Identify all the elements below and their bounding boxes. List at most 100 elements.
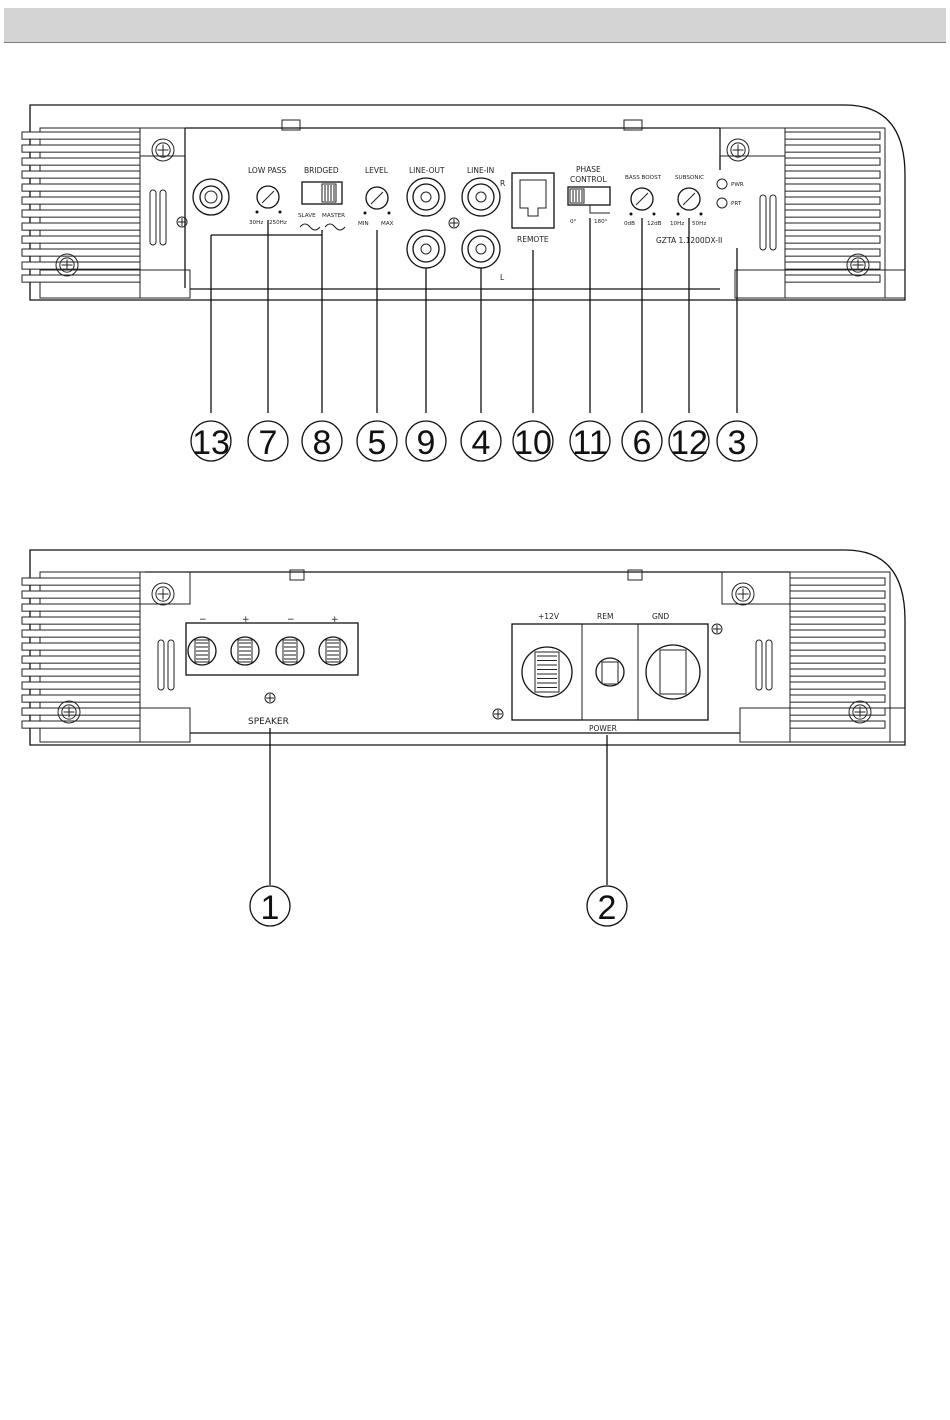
speaker-label: SPEAKER bbox=[248, 717, 289, 727]
svg-text:2: 2 bbox=[598, 889, 617, 927]
callout-5: 5 bbox=[357, 421, 397, 462]
heatsink-fin bbox=[790, 721, 885, 728]
speaker-minus-2: − bbox=[287, 615, 295, 625]
vent-slot bbox=[158, 640, 164, 690]
heatsink-fin bbox=[22, 145, 140, 152]
line-out-label: LINE-OUT bbox=[409, 166, 445, 175]
line-out-rca-right[interactable] bbox=[407, 178, 445, 216]
heatsink-fin bbox=[22, 171, 140, 178]
heatsink-right bbox=[720, 128, 905, 298]
power-jack bbox=[193, 179, 229, 215]
power-label: POWER bbox=[589, 724, 617, 733]
master-wave-icon bbox=[325, 224, 345, 230]
callout-12: 12 bbox=[669, 421, 709, 462]
line-in-label: LINE-IN bbox=[467, 166, 494, 175]
callout-1: 1 bbox=[250, 886, 290, 927]
svg-text:5: 5 bbox=[368, 424, 387, 462]
callout-2: 2 bbox=[587, 886, 627, 927]
heatsink-fin bbox=[785, 197, 880, 204]
speaker-terminal[interactable] bbox=[319, 637, 347, 665]
callout-6: 6 bbox=[622, 421, 662, 462]
right-channel-label: R bbox=[500, 179, 505, 188]
callout-8: 8 bbox=[302, 421, 342, 462]
callout-9: 9 bbox=[406, 421, 446, 462]
heatsink-fin bbox=[790, 591, 885, 598]
speaker-terminal[interactable] bbox=[188, 637, 216, 665]
header-band bbox=[4, 8, 946, 43]
heatsink-fin bbox=[22, 158, 140, 165]
heatsink-fin bbox=[790, 578, 885, 585]
heatsink-fin bbox=[785, 171, 880, 178]
power-terminal-block bbox=[512, 624, 708, 720]
heatsink-fin bbox=[22, 184, 140, 191]
heatsink-fin bbox=[785, 210, 880, 217]
bridged-switch[interactable] bbox=[302, 182, 342, 204]
speaker-terminal[interactable] bbox=[231, 637, 259, 665]
callout-7: 7 bbox=[248, 421, 288, 462]
heatsink-fin bbox=[22, 223, 140, 230]
vent-slot bbox=[160, 190, 166, 245]
heatsink-fin bbox=[22, 708, 140, 715]
low-pass-knob[interactable] bbox=[257, 186, 279, 208]
phase-switch[interactable] bbox=[568, 187, 610, 213]
line-in-rca-right[interactable] bbox=[462, 178, 500, 216]
heatsink-fin bbox=[22, 197, 140, 204]
heatsink-fin bbox=[785, 184, 880, 191]
vent-slot bbox=[756, 640, 762, 690]
level-knob[interactable] bbox=[366, 187, 388, 209]
heatsink-fin bbox=[22, 617, 140, 624]
phase-min-label: 0° bbox=[570, 219, 577, 225]
heatsink-fin bbox=[22, 682, 140, 689]
low-pass-max-label: 250Hz bbox=[269, 220, 287, 226]
line-out-rca-left[interactable] bbox=[407, 230, 445, 268]
bass-boost-label: BASS BOOST bbox=[625, 175, 662, 181]
sub-min-label: 10Hz bbox=[670, 221, 684, 227]
remote-port[interactable] bbox=[512, 173, 554, 228]
vent-slot bbox=[168, 640, 174, 690]
master-label: MASTER bbox=[322, 213, 345, 219]
mount-screw bbox=[727, 139, 749, 161]
line-in-rca-left[interactable] bbox=[462, 230, 500, 268]
svg-text:10: 10 bbox=[514, 424, 552, 462]
svg-text:4: 4 bbox=[472, 424, 491, 462]
heatsink-fin bbox=[22, 249, 140, 256]
heatsink-fin bbox=[785, 249, 880, 256]
rem-label: REM bbox=[597, 612, 613, 621]
plus12v-terminal[interactable] bbox=[522, 647, 572, 697]
amplifier-control-panel-diagram: LOW PASS 30Hz 250Hz BRIDGED SLAVE MASTER… bbox=[0, 90, 950, 570]
heatsink-fin bbox=[785, 236, 880, 243]
phase-label: PHASE bbox=[576, 165, 601, 174]
heatsink-fin bbox=[22, 132, 140, 139]
speaker-plus-2: + bbox=[331, 615, 339, 625]
level-min-label: MIN bbox=[358, 221, 369, 227]
bass-boost-knob[interactable] bbox=[631, 188, 653, 210]
heatsink-fin bbox=[22, 236, 140, 243]
callout-11: 11 bbox=[570, 421, 610, 462]
vent-slot bbox=[760, 195, 766, 250]
mount-screw bbox=[152, 583, 174, 605]
bass-max-label: 12dB bbox=[647, 221, 662, 227]
subsonic-knob[interactable] bbox=[678, 188, 700, 210]
heatsink-fin bbox=[22, 669, 140, 676]
svg-text:1: 1 bbox=[261, 889, 280, 927]
amp-body-outline bbox=[30, 550, 905, 745]
heatsink-fin bbox=[22, 656, 140, 663]
bass-min-label: 0dB bbox=[624, 221, 635, 227]
svg-text:3: 3 bbox=[728, 424, 747, 462]
heatsink-fin bbox=[785, 262, 880, 269]
heatsink-fin bbox=[785, 132, 880, 139]
heatsink-fin bbox=[790, 695, 885, 702]
callout-13: 13 bbox=[191, 421, 231, 462]
svg-text:12: 12 bbox=[670, 424, 708, 462]
heatsink-fin bbox=[790, 604, 885, 611]
gnd-terminal[interactable] bbox=[646, 645, 700, 699]
heatsink-fin bbox=[22, 721, 140, 728]
low-pass-min-label: 30Hz bbox=[249, 220, 263, 226]
svg-text:13: 13 bbox=[192, 424, 230, 462]
speaker-terminal[interactable] bbox=[276, 637, 304, 665]
phase-max-label: 180° bbox=[594, 219, 608, 225]
power-screw-right bbox=[712, 624, 722, 634]
svg-text:9: 9 bbox=[417, 424, 436, 462]
rem-terminal[interactable] bbox=[596, 658, 624, 686]
heatsink-fin bbox=[22, 630, 140, 637]
